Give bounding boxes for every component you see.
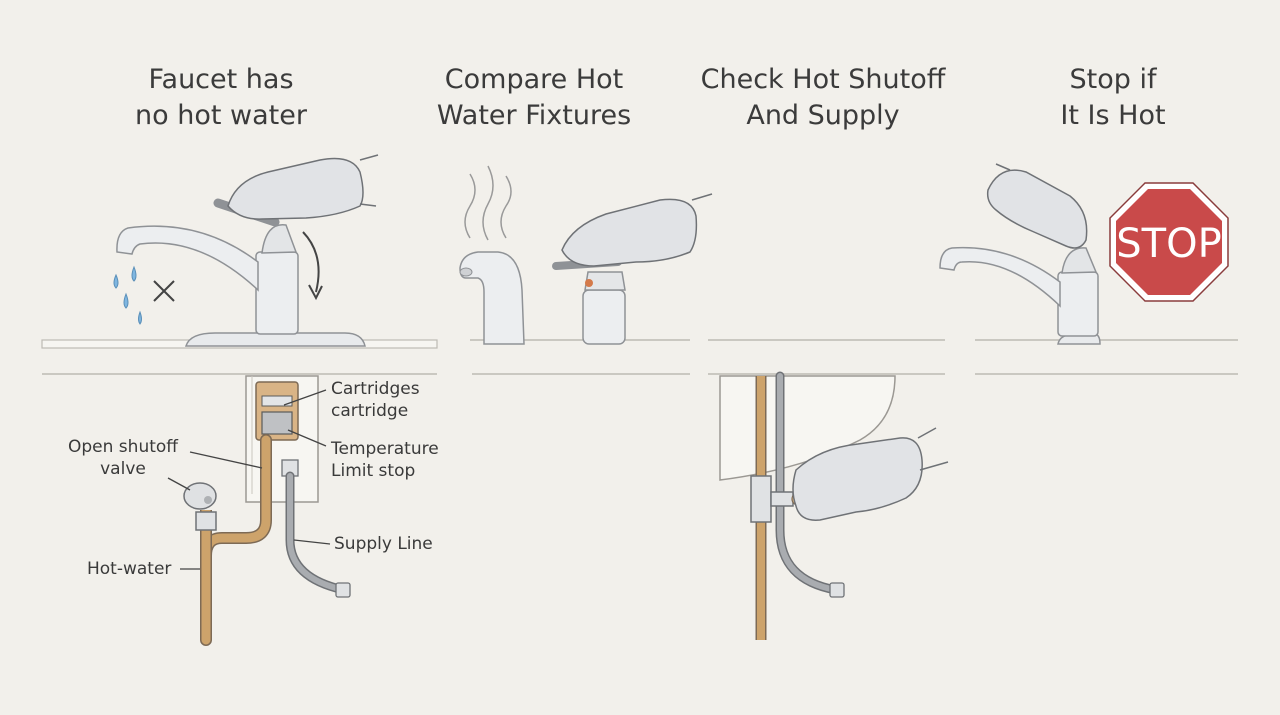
counter-panel-2 bbox=[470, 339, 690, 375]
label-hot-water: Hot-water bbox=[87, 559, 172, 579]
shutoff-valve-icon bbox=[183, 482, 217, 531]
gloved-hand-icon-panel-3 bbox=[792, 427, 949, 521]
down-arrow-icon bbox=[302, 231, 323, 301]
faucet-panel-4 bbox=[939, 246, 1101, 345]
label-supply-line: Supply Line bbox=[334, 534, 433, 554]
supply-line-hose bbox=[281, 459, 351, 598]
counter-panel-4 bbox=[975, 339, 1238, 375]
panel-title-check-shutoff: Check Hot Shutoff And Supply bbox=[700, 64, 946, 131]
label-shutoff-valve: Open shutoff valve bbox=[68, 437, 178, 479]
panel-title-compare-fixtures: Compare Hot Water Fixtures bbox=[436, 64, 632, 131]
hot-supply-pipe-panel-1 bbox=[200, 434, 272, 646]
label-temperature-limit: Temperature Limit stop bbox=[331, 439, 439, 481]
faucet-panel-1 bbox=[116, 198, 366, 347]
cartridge-assembly bbox=[255, 381, 299, 441]
steam-icon bbox=[464, 165, 512, 241]
x-mark-icon bbox=[153, 280, 175, 302]
supply-line-hose-panel-3 bbox=[775, 371, 845, 598]
water-drops-icon bbox=[113, 265, 142, 325]
gloved-hand-icon bbox=[227, 154, 379, 220]
stop-sign-icon: STOP bbox=[1109, 182, 1229, 302]
counter-panel-3 bbox=[708, 339, 945, 375]
gloved-hand-icon-panel-4 bbox=[986, 163, 1088, 249]
hot-spout-panel-2 bbox=[459, 251, 525, 345]
panel-title-stop-if-hot: Stop if It Is Hot bbox=[1060, 64, 1166, 131]
stop-sign-text: STOP bbox=[1116, 221, 1221, 267]
leader-lines-panel-1 bbox=[167, 389, 331, 570]
gloved-hand-icon-panel-2 bbox=[561, 193, 713, 267]
handle-panel-2 bbox=[552, 258, 626, 345]
panel-title-faucet-no-hot: Faucet has no hot water bbox=[135, 64, 307, 131]
label-cartridge: Cartridges cartridge bbox=[331, 379, 420, 421]
